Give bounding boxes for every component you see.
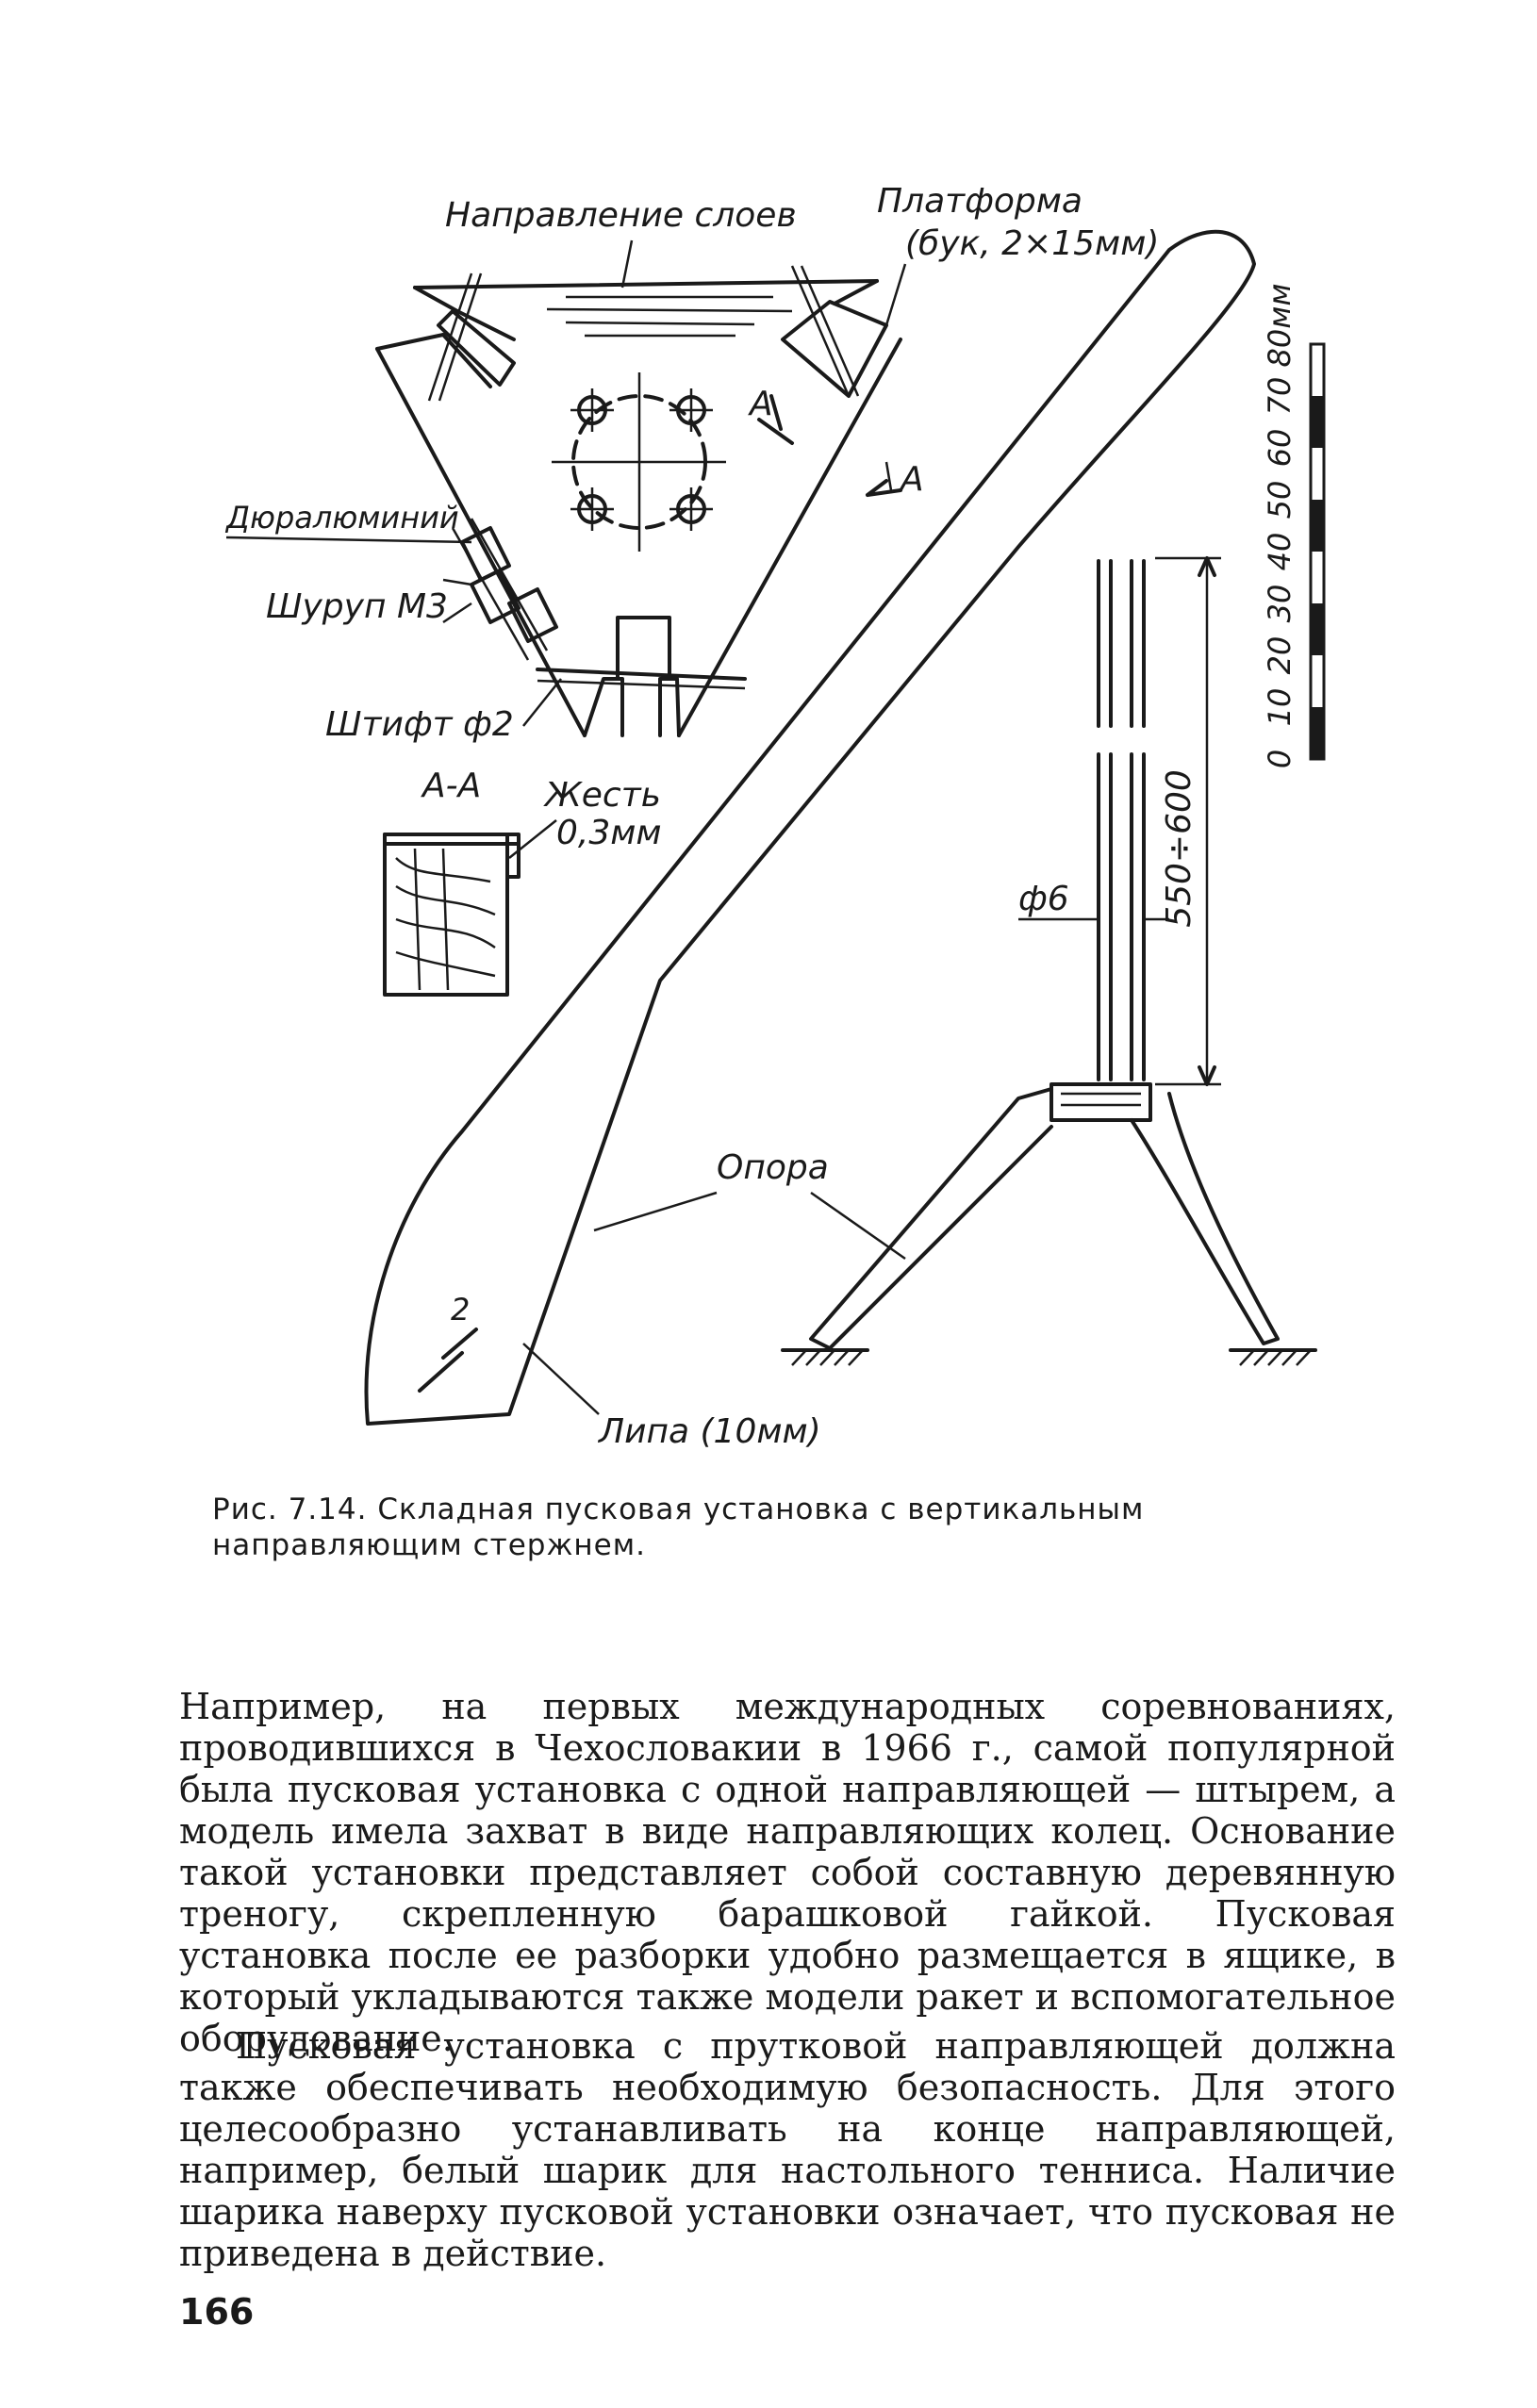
section-a-top-label: А bbox=[748, 385, 773, 423]
scale-tick-20: 20 bbox=[1262, 636, 1297, 675]
tin-label: Жесть bbox=[543, 776, 661, 815]
scale-tick-60: 60 bbox=[1262, 429, 1297, 468]
rod-length-label: 550÷600 bbox=[1160, 769, 1198, 928]
technical-drawing: Направление слоев Платформа (бук, 2×15мм… bbox=[224, 182, 1326, 1451]
scale-tick-0: 0 bbox=[1262, 750, 1297, 768]
platform-spec-label: (бук, 2×15мм) bbox=[905, 224, 1159, 263]
paragraph-2: Пусковая установка с прутковой направляю… bbox=[179, 2025, 1396, 2274]
figure-caption: Рис. 7.14. Складная пусковая установка с… bbox=[212, 1493, 1145, 1562]
mounting-holes bbox=[552, 372, 726, 552]
support-leg-drawing: 2 Опора Липа (10мм) bbox=[364, 229, 1256, 1451]
section-a-bottom-label: А bbox=[899, 460, 924, 499]
scale-tick-30: 30 bbox=[1262, 585, 1297, 623]
thickness-label: 2 bbox=[451, 1292, 470, 1328]
paragraph-1: Например, на первых международных соревн… bbox=[179, 1686, 1396, 2059]
launch-rod-drawing: 550÷600 ф6 bbox=[781, 556, 1317, 1366]
platform-drawing bbox=[375, 265, 902, 737]
linden-label: Липа (10мм) bbox=[597, 1412, 821, 1451]
screw-label: Шуруп М3 bbox=[266, 587, 448, 626]
scale-tick-70: 70 bbox=[1262, 377, 1297, 416]
scale-unit-label: 80мм bbox=[1262, 284, 1297, 368]
platform-labels: Направление слоев Платформа (бук, 2×15мм… bbox=[224, 182, 1159, 744]
support-label: Опора bbox=[717, 1148, 829, 1187]
page-number: 166 bbox=[179, 2291, 255, 2333]
pin-label: Штифт ф2 bbox=[325, 705, 514, 744]
rod-diameter-label: ф6 bbox=[1018, 880, 1069, 918]
tin-thickness-label: 0,3мм bbox=[556, 814, 662, 852]
grain-direction-label: Направление слоев bbox=[445, 196, 797, 235]
platform-label: Платформа bbox=[877, 182, 1083, 221]
duralumin-label: Дюралюминий bbox=[224, 500, 459, 536]
scale-tick-40: 40 bbox=[1262, 533, 1297, 571]
scale-bar: 80мм 0 10 20 30 40 50 60 70 bbox=[1262, 284, 1326, 768]
section-aa-drawing: А-А Жесть 0,3мм bbox=[383, 767, 662, 997]
section-aa-label: А-А bbox=[421, 767, 481, 805]
scale-tick-50: 50 bbox=[1262, 481, 1297, 520]
scale-tick-10: 10 bbox=[1262, 688, 1297, 727]
